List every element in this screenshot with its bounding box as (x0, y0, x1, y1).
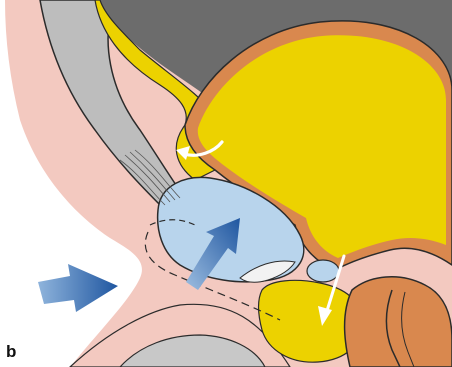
small-blue-nodule (307, 260, 339, 282)
panel-label: b (6, 343, 16, 360)
